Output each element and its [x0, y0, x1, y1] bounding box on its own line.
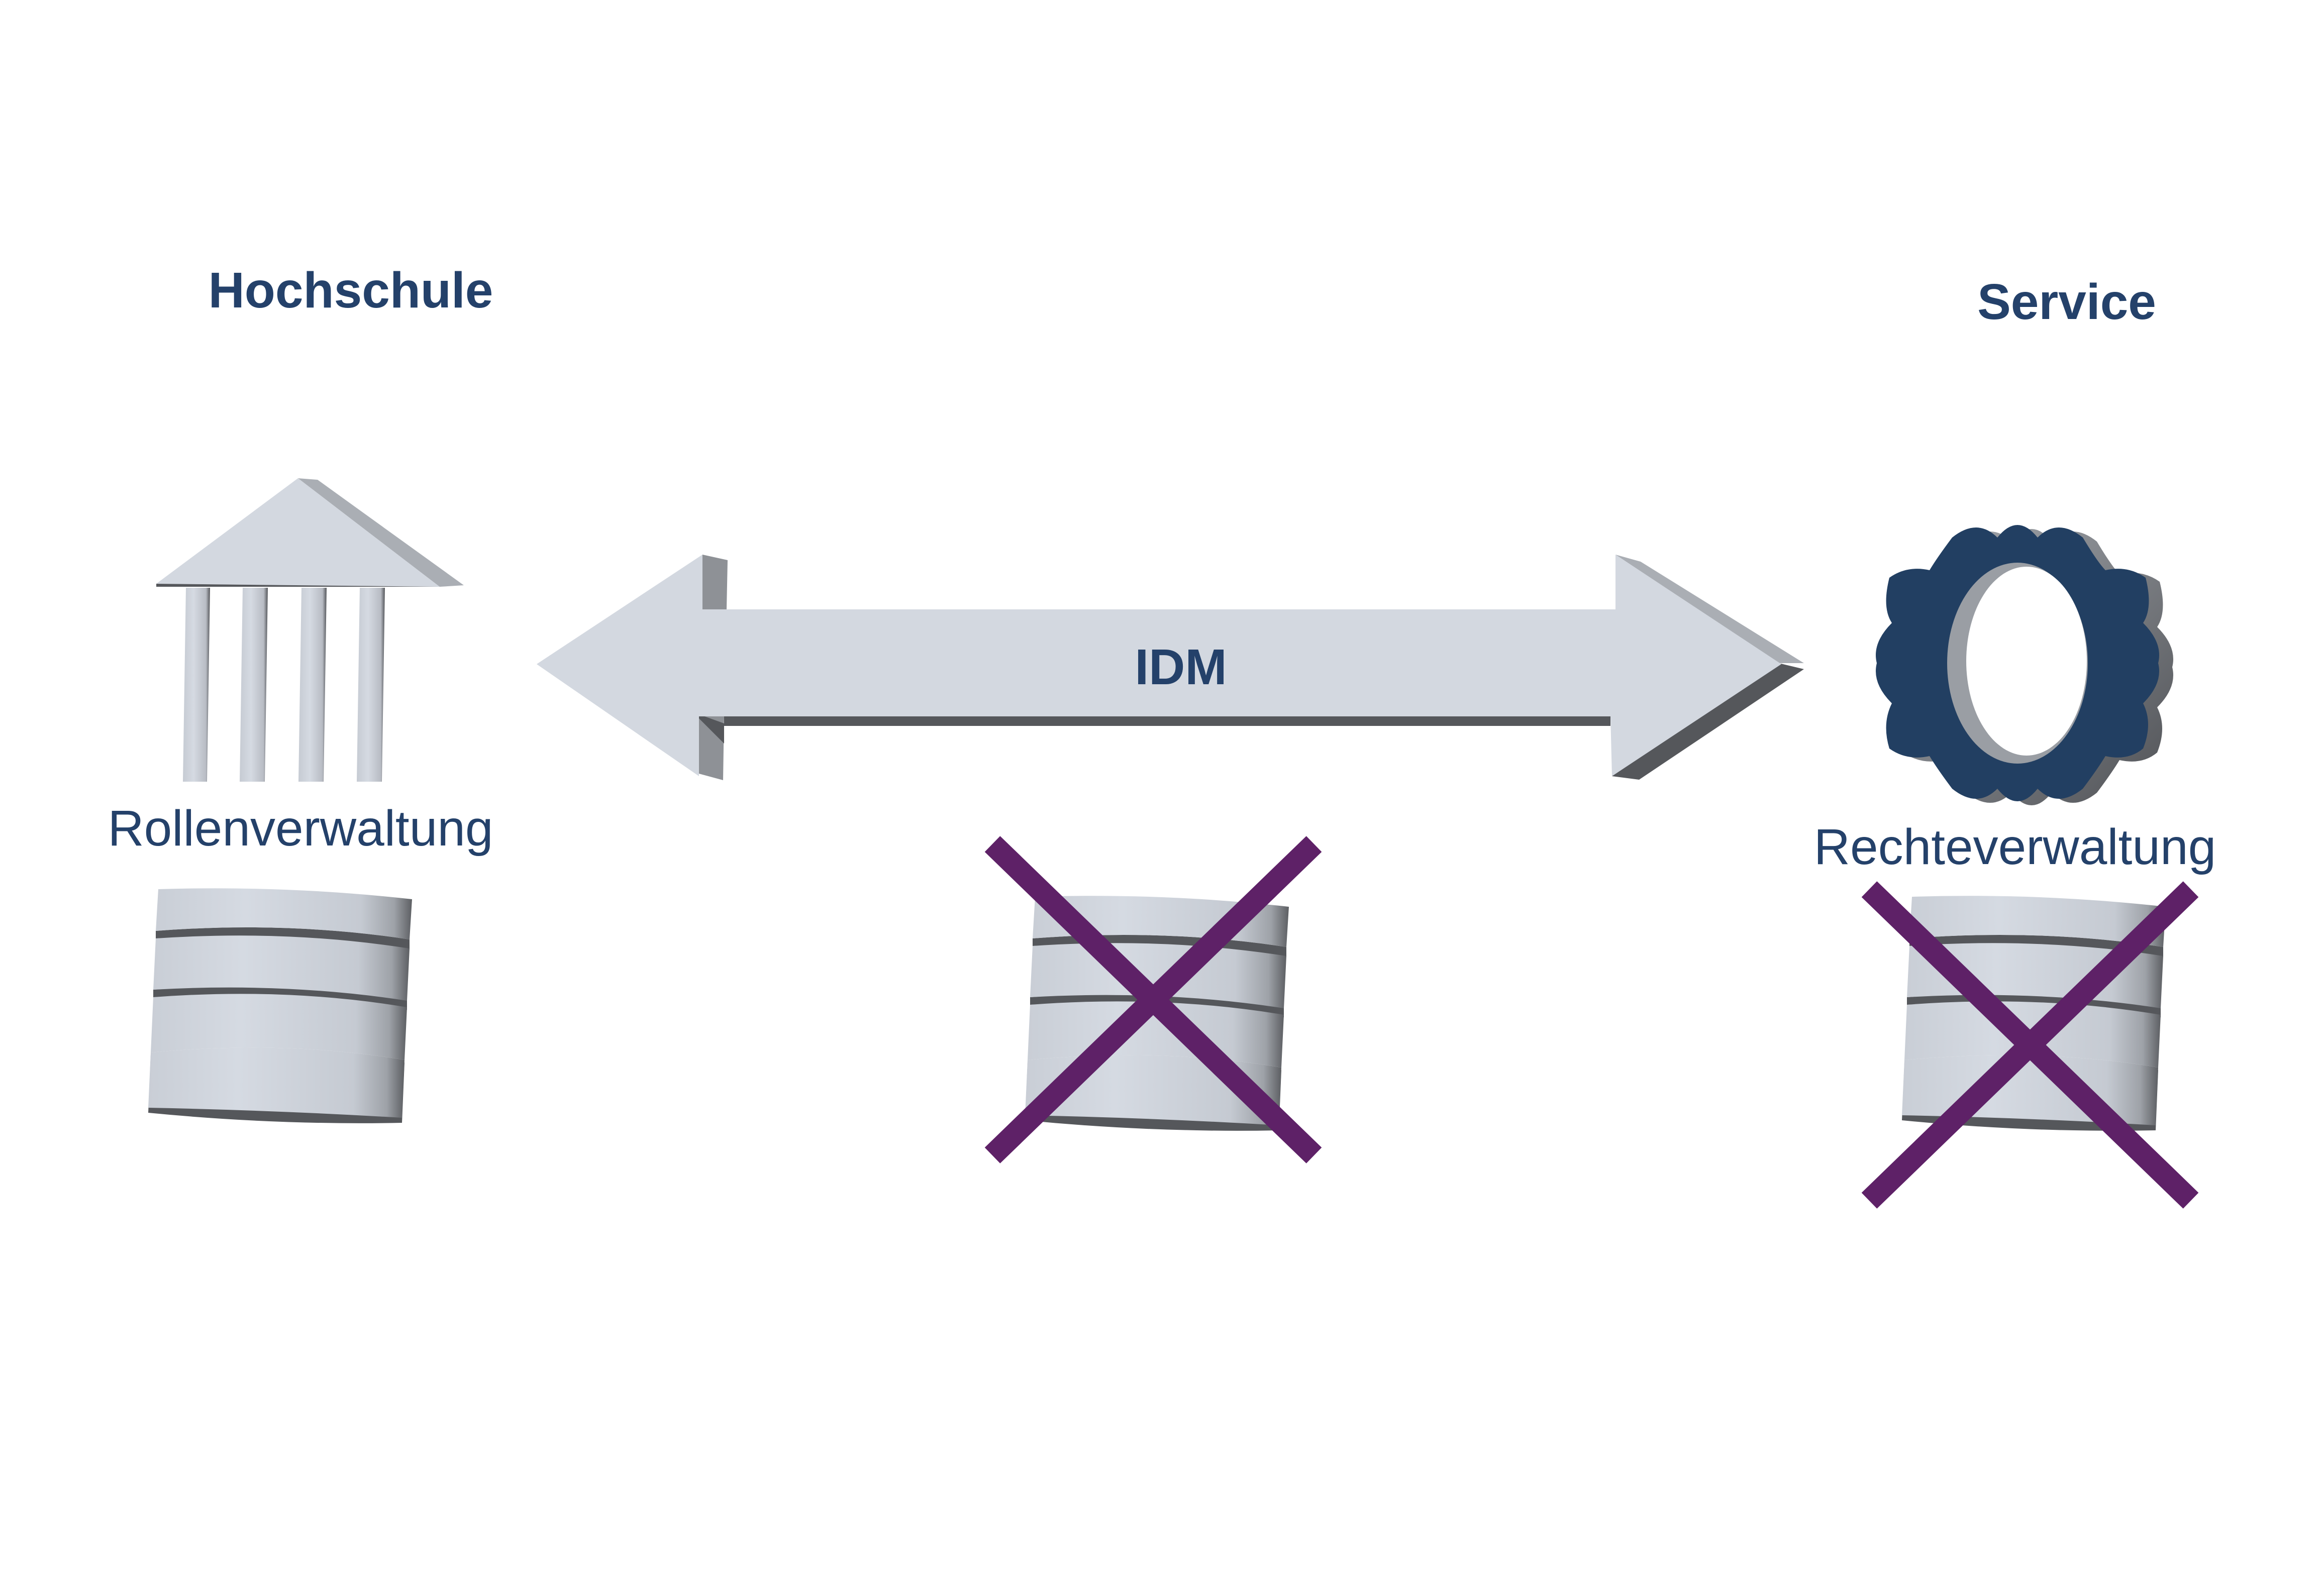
double-headed-arrow-icon[interactable] [537, 555, 1804, 780]
gear-icon [1876, 525, 2173, 805]
rechteverwaltung-label: Rechteverwaltung [1814, 819, 2216, 875]
hochschule-heading: Hochschule [209, 262, 493, 319]
building-columns [183, 588, 385, 782]
idm-label: IDM [1135, 639, 1227, 695]
rollenverwaltung-label: Rollenverwaltung [108, 800, 493, 857]
database-icon [1902, 896, 2166, 1131]
service-heading: Service [1977, 274, 2156, 330]
institution-building-icon [156, 478, 464, 782]
database-icon [148, 888, 412, 1123]
